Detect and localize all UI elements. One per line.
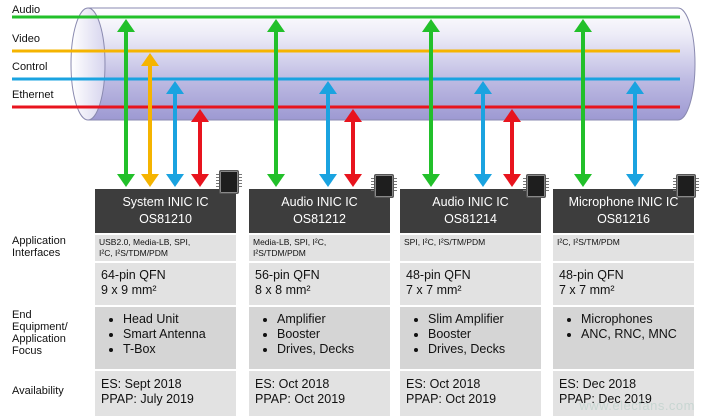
equipment-cell: Microphones ANC, RNC, MNC (553, 307, 694, 369)
availability-cell: ES: Dec 2018 PPAP: Dec 2019 (553, 371, 694, 416)
arrow-control-3 (474, 81, 492, 187)
availability-cell: ES: Oct 2018 PPAP: Oct 2019 (400, 371, 541, 416)
connection-arrows (117, 19, 644, 187)
list-item: Booster (277, 327, 384, 342)
availability-cell: ES: Oct 2018 PPAP: Oct 2019 (249, 371, 390, 416)
row-label-availability: Availability (12, 385, 64, 397)
chip-header: Audio INIC IC OS81214 (400, 189, 541, 233)
arrow-ethernet-1 (191, 109, 209, 187)
chip-icon (523, 174, 549, 198)
list-item: Drives, Decks (277, 342, 384, 357)
chip-part-number: OS81216 (597, 212, 650, 226)
interfaces-cell: Media-LB, SPI, I²C, I²S/TDM/PDM (249, 235, 390, 261)
arrow-audio-1 (117, 19, 135, 187)
equipment-cell: Head Unit Smart Antenna T-Box (95, 307, 236, 369)
list-item: Slim Amplifier (428, 312, 535, 327)
row-label-interfaces: Application Interfaces (12, 235, 66, 259)
arrow-ethernet-2 (344, 109, 362, 187)
bus-label-audio: Audio (12, 4, 41, 16)
arrow-ethernet-3 (503, 109, 521, 187)
bus-label-video: Video (12, 33, 40, 45)
chip-name: System INIC IC (122, 195, 209, 209)
list-item: T-Box (123, 342, 230, 357)
row-label-equipment: End Equipment/ Application Focus (12, 309, 68, 357)
list-item: Booster (428, 327, 535, 342)
list-item: Head Unit (123, 312, 230, 327)
interfaces-cell: SPI, I²C, I²S/TM/PDM (400, 235, 541, 261)
list-item: Microphones (581, 312, 688, 327)
list-item: ANC, RNC, MNC (581, 327, 688, 342)
chip-icon (216, 170, 242, 194)
package-cell: 56-pin QFN 8 x 8 mm² (249, 263, 390, 305)
arrow-video-1 (141, 53, 159, 187)
chip-header: Microphone INIC IC OS81216 (553, 189, 694, 233)
chip-name: Audio INIC IC (281, 195, 358, 209)
arrow-audio-3 (422, 19, 440, 187)
chip-name: Microphone INIC IC (568, 195, 679, 209)
equipment-cell: Amplifier Booster Drives, Decks (249, 307, 390, 369)
chip-icon (673, 174, 699, 198)
arrow-control-1 (166, 81, 184, 187)
chip-part-number: OS81212 (293, 212, 346, 226)
package-cell: 48-pin QFN 7 x 7 mm² (400, 263, 541, 305)
chip-part-number: OS81210 (139, 212, 192, 226)
list-item: Smart Antenna (123, 327, 230, 342)
bus-label-control: Control (12, 61, 48, 73)
bus-label-ethernet: Ethernet (12, 89, 54, 101)
equipment-cell: Slim Amplifier Booster Drives, Decks (400, 307, 541, 369)
chip-part-number: OS81214 (444, 212, 497, 226)
watermark: www.elecfans.com (579, 398, 695, 413)
interfaces-cell: USB2.0, Media-LB, SPI, I²C, I²S/TDM/PDM (95, 235, 236, 261)
cable-tube (70, 7, 696, 121)
list-item: Amplifier (277, 312, 384, 327)
arrow-audio-2 (267, 19, 285, 187)
chip-header: Audio INIC IC OS81212 (249, 189, 390, 233)
arrow-control-4 (626, 81, 644, 187)
availability-cell: ES: Sept 2018 PPAP: July 2019 (95, 371, 236, 416)
list-item: Drives, Decks (428, 342, 535, 357)
package-cell: 48-pin QFN 7 x 7 mm² (553, 263, 694, 305)
package-cell: 64-pin QFN 9 x 9 mm² (95, 263, 236, 305)
chip-name: Audio INIC IC (432, 195, 509, 209)
arrow-control-2 (319, 81, 337, 187)
chip-header: System INIC IC OS81210 (95, 189, 236, 233)
bus-lines (12, 15, 680, 109)
arrow-audio-4 (574, 19, 592, 187)
chip-icon (371, 174, 397, 198)
interfaces-cell: I²C, I²S/TM/PDM (553, 235, 694, 261)
